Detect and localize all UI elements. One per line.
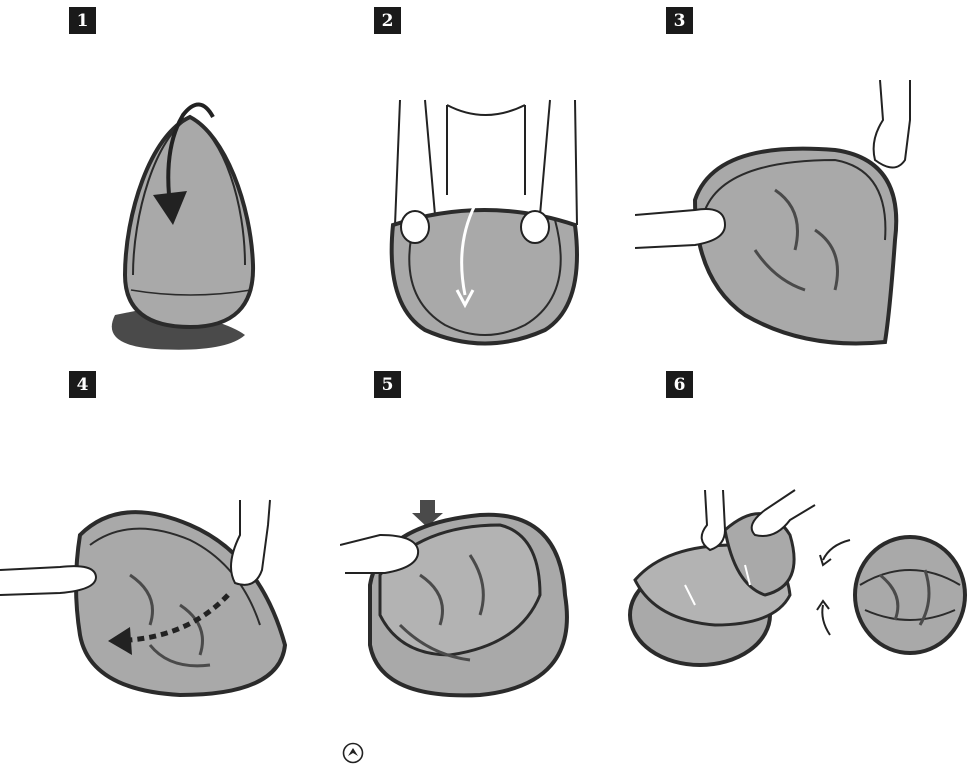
right-hand	[230, 499, 271, 586]
left-hand	[635, 208, 727, 249]
left-hand	[0, 565, 98, 596]
step-1-illustration	[95, 95, 270, 355]
right-hand	[750, 489, 816, 537]
curved-arrow-shaft	[166, 102, 215, 196]
rotate-arrow-top-icon	[819, 554, 832, 567]
step-6-illustration	[625, 485, 970, 675]
right-hand	[872, 80, 911, 169]
tent-upper-loop	[378, 523, 542, 657]
step-5-illustration	[340, 495, 590, 705]
step-6-badge: 6	[666, 371, 693, 398]
packed-tent	[853, 535, 967, 655]
compass-arrow-icon	[342, 742, 364, 764]
tent-folding	[389, 208, 579, 346]
tent-body	[122, 114, 256, 330]
rotate-arrow-bottom-icon	[816, 599, 830, 611]
hand	[340, 533, 420, 574]
step-3-illustration	[635, 80, 925, 355]
dotted-arrow-icon	[108, 627, 132, 655]
down-arrow-icon	[412, 500, 443, 527]
step-4-badge: 4	[69, 371, 96, 398]
arrow-head-icon	[153, 191, 187, 225]
step-5-badge: 5	[374, 371, 401, 398]
step-1-badge: 1	[69, 7, 96, 34]
step-2-illustration	[385, 95, 585, 355]
step-2-badge: 2	[374, 7, 401, 34]
step-3-badge: 3	[666, 7, 693, 34]
step-4-illustration	[0, 495, 295, 705]
right-hand	[520, 210, 550, 244]
left-hand	[400, 210, 430, 244]
left-hand	[700, 489, 727, 552]
down-arrow-icon	[455, 289, 475, 309]
